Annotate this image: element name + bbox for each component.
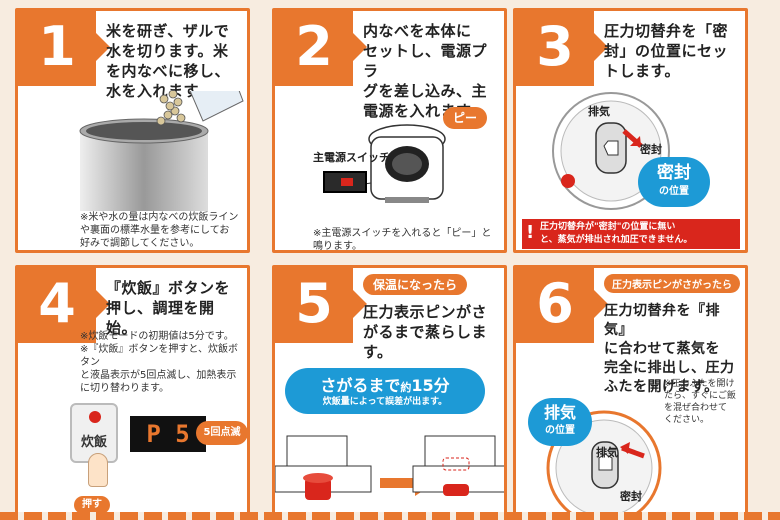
finger-icon (88, 453, 108, 487)
button-label: 炊飯 (80, 435, 107, 450)
cloud-main: 排気 (543, 403, 576, 422)
step-instruction: 『炊飯』ボタンを 押し、調理を開始。 (106, 279, 231, 337)
step-number: 4 (18, 268, 110, 343)
step-number: 6 (516, 268, 608, 343)
cloud-sub: の位置 (659, 186, 689, 197)
banner-main: さがるまで (320, 376, 401, 395)
step-instruction: 内なべを本体に セットし、電源プラ グを差し込み、主 電源を入れます。 (363, 22, 488, 120)
step-3-card: 3 圧力切替弁を「密 封」の位置にセッ トします。 排気 密封 密封 の位置 !… (513, 8, 748, 253)
step-number: 5 (275, 268, 367, 343)
rice-button[interactable]: 炊飯 (70, 403, 118, 463)
step-number: 1 (18, 11, 110, 86)
warning-text: 圧力切替弁が"密封"の位置に無い と、蒸気が排出され加圧できません。 (540, 222, 693, 245)
step-instruction: 圧力切替弁を『排気』 に合わせて蒸気を 完全に排出し、圧力 ふたを開けます。 (604, 303, 735, 395)
step-note: ※米や水の量は内なべの炊飯ライン や裏面の標準水量を参考にしてお 好みで調節して… (80, 212, 239, 249)
cooker-illustration (334, 124, 446, 203)
step-instruction: 圧力表示ピンがさ がるまで蒸らします。 (363, 303, 488, 361)
bottom-decoration (0, 512, 780, 520)
step-note: ※主電源スイッチを入れると「ピー」と 鳴ります。 (313, 228, 492, 252)
step-6-card: 6 圧力表示ピンがさがったら 圧力切替弁を『排気』 に合わせて蒸気を 完全に排出… (513, 265, 748, 520)
cloud-main: 密封 (657, 163, 691, 183)
seal-position-cloud: 密封 の位置 (638, 157, 710, 207)
condition-tag: 圧力表示ピンがさがったら (604, 274, 740, 293)
blink-badge: 5回点滅 (196, 421, 247, 445)
switch-indicator (341, 178, 353, 186)
exhaust-position-cloud: 排気 の位置 (528, 398, 592, 446)
main-switch (323, 171, 367, 193)
beep-badge: ピー (443, 107, 487, 129)
step-number: 2 (275, 11, 367, 86)
exhaust-label: 排気 (588, 105, 610, 118)
button-led (89, 411, 101, 423)
step-instruction: 米を研ぎ、ザルで 水を切ります。米 を内なべに移し、 水を入れます。 (106, 22, 231, 100)
exhaust-label: 排気 (596, 446, 618, 459)
step-instruction: 圧力切替弁を「密 封」の位置にセッ トします。 (604, 22, 729, 80)
step-note: ※圧力ふたを開け たら、すぐにご飯 を混ぜ合わせて ください。 (664, 379, 736, 425)
step-2-card: 2 内なべを本体に セットし、電源プラ グを差し込み、主 電源を入れます。 ピー… (272, 8, 507, 253)
step-4-card: 4 『炊飯』ボタンを 押し、調理を開始。 ※炊飯モードの初期値は5分です。 ※『… (15, 265, 250, 520)
seal-label: 密封 (640, 143, 662, 156)
pin-illustration (275, 435, 504, 500)
pot-illustration (79, 91, 244, 211)
lcd-display: P 5 (130, 416, 206, 452)
cloud-sub: の位置 (545, 425, 575, 436)
step-note: ※炊飯モードの初期値は5分です。 ※『炊飯』ボタンを押すと、炊飯ボタン と液晶表… (80, 331, 238, 394)
valve-illustration (552, 92, 670, 210)
wait-banner: さがるまで約15分 炊飯量によって誤差が出ます。 (285, 368, 485, 414)
warning-banner: ! 圧力切替弁が"密封"の位置に無い と、蒸気が排出され加圧できません。 (522, 219, 740, 249)
main-switch-label: 主電源スイッチ (313, 151, 390, 164)
step-number: 3 (516, 11, 608, 86)
banner-approx: 約 (400, 381, 412, 394)
condition-tag: 保温になったら (363, 274, 468, 295)
step-1-card: 1 米を研ぎ、ザルで 水を切ります。米 を内なべに移し、 水を入れます。 ※米や… (15, 8, 250, 253)
seal-label: 密封 (620, 490, 642, 503)
warning-icon: ! (526, 222, 535, 243)
press-badge: 押す (74, 496, 110, 514)
banner-minutes: 15分 (411, 376, 450, 395)
step-5-card: 5 保温になったら 圧力表示ピンがさ がるまで蒸らします。 さがるまで約15分 … (272, 265, 507, 520)
banner-sub: 炊飯量によって誤差が出ます。 (322, 397, 448, 407)
